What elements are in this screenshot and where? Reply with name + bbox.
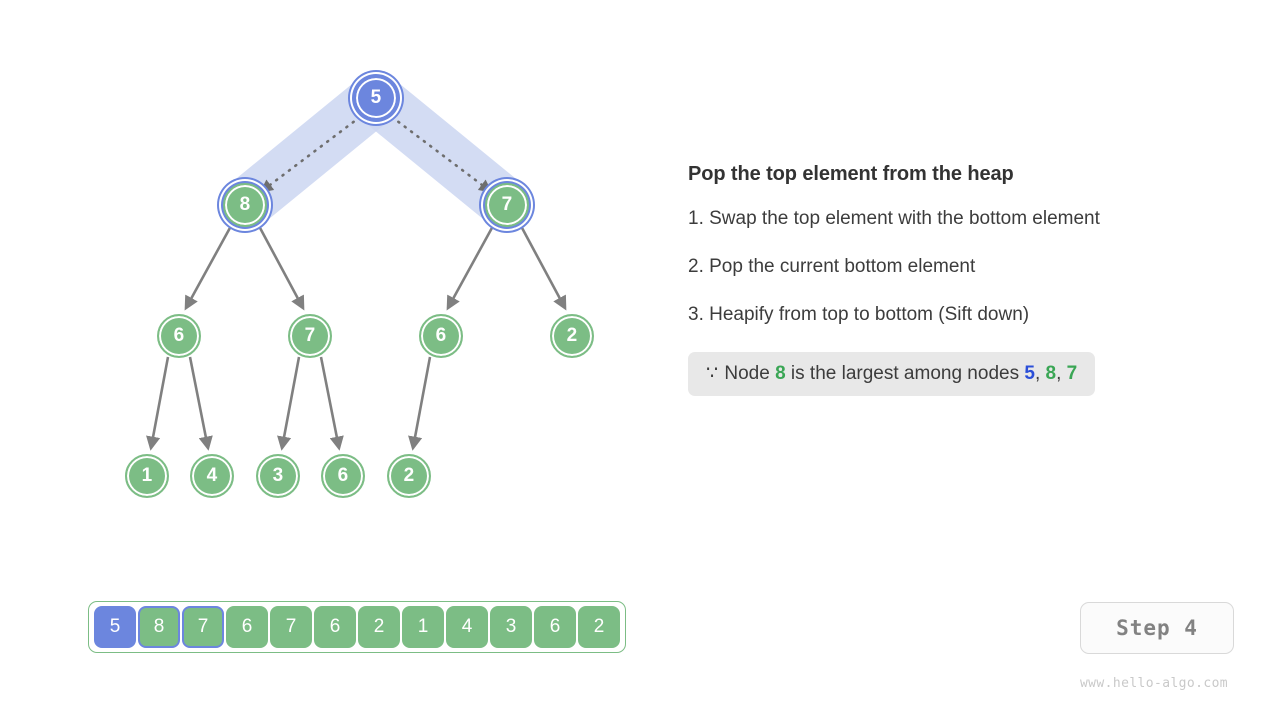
tree-node: 2	[550, 314, 594, 358]
array-cell: 8	[138, 606, 180, 648]
array-cell: 7	[182, 606, 224, 648]
note-compare-c: 7	[1066, 363, 1078, 384]
note-compare-b: 8	[1045, 363, 1057, 384]
tree-node: 3	[256, 454, 300, 498]
instruction-step-3: 3. Heapify from top to bottom (Sift down…	[688, 304, 1030, 325]
note-prefix: Node	[724, 363, 776, 384]
note-sep-1: ,	[1034, 363, 1046, 384]
array-cell: 7	[270, 606, 312, 648]
because-symbol: ∵	[706, 363, 720, 384]
tree-edges-svg	[146, 72, 567, 451]
tree-node: 1	[125, 454, 169, 498]
instruction-step-2: 2. Pop the current bottom element	[688, 256, 976, 277]
array-cell: 2	[578, 606, 620, 648]
array-cell: 5	[94, 606, 136, 648]
array-cell: 6	[534, 606, 576, 648]
tree-edge-group	[146, 225, 567, 451]
array-cell: 1	[402, 606, 444, 648]
array-cell: 6	[314, 606, 356, 648]
note-middle: is the largest among nodes	[785, 363, 1025, 384]
tree-node: 6	[321, 454, 365, 498]
tree-node: 4	[190, 454, 234, 498]
array-cell: 4	[446, 606, 488, 648]
reason-note: ∵ Node 8 is the largest among nodes 5, 8…	[688, 352, 1096, 396]
array-cell: 3	[490, 606, 532, 648]
tree-node: 6	[419, 314, 463, 358]
explanation-panel: Pop the top element from the heap 1. Swa…	[688, 163, 1248, 396]
note-node-value: 8	[775, 363, 786, 384]
tree-node: 7	[288, 314, 332, 358]
note-sep-2: ,	[1056, 363, 1067, 384]
tree-node: 7	[485, 183, 529, 227]
step-badge: Step 4	[1080, 602, 1234, 654]
instruction-step-1: 1. Swap the top element with the bottom …	[688, 208, 1100, 229]
array-cell: 6	[226, 606, 268, 648]
tree-node: 6	[157, 314, 201, 358]
page-title: Pop the top element from the heap	[688, 163, 1014, 185]
tree-node: 2	[387, 454, 431, 498]
footer-url: www.hello-algo.com	[1079, 676, 1229, 691]
array-cell: 2	[358, 606, 400, 648]
note-compare-a: 5	[1024, 363, 1035, 384]
tree-node: 5	[354, 76, 398, 120]
tree-node: 8	[223, 183, 267, 227]
